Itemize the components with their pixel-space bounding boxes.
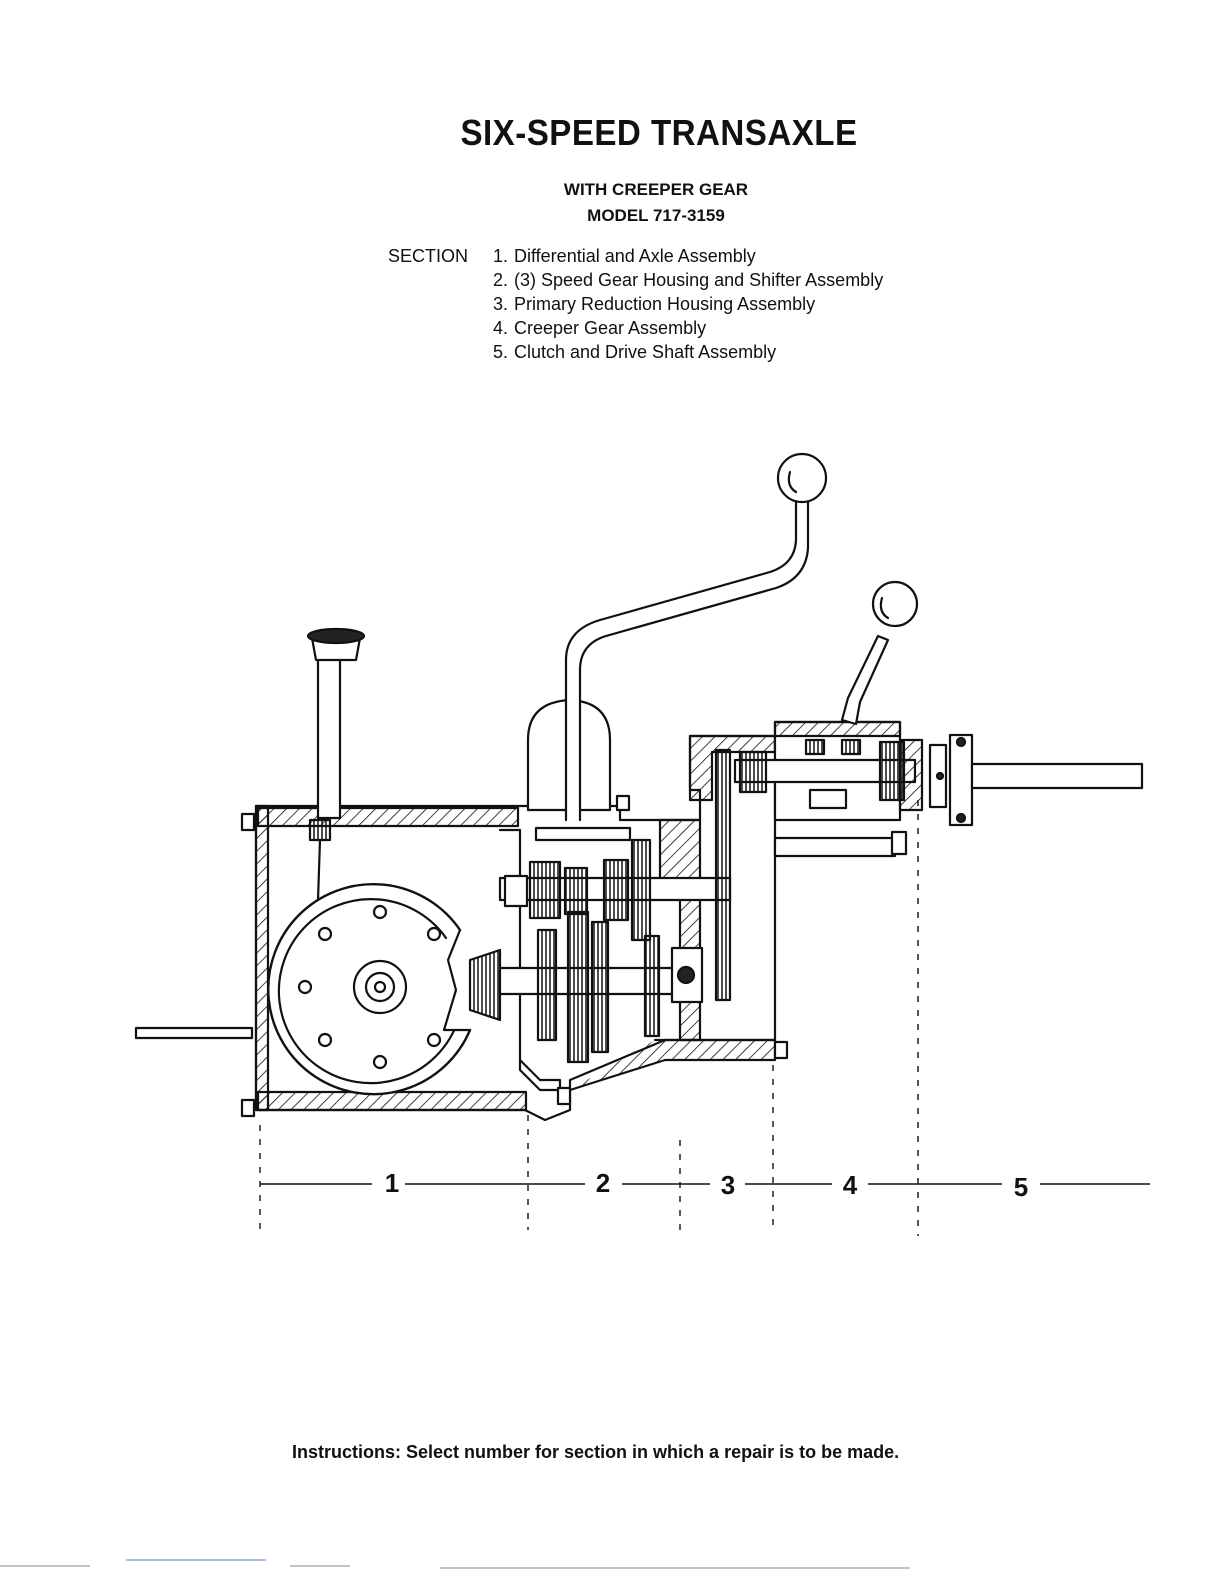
housing-bottom-wall xyxy=(256,1090,528,1112)
section-number: 3. xyxy=(492,294,508,314)
section-marker-2[interactable]: 2 xyxy=(596,1168,610,1198)
section-title: (3) Speed Gear Housing and Shifter Assem… xyxy=(514,270,884,290)
creeper-shift-knob[interactable] xyxy=(871,580,919,628)
bevel-pinion xyxy=(468,948,502,1022)
creeper-base-flange xyxy=(773,836,897,858)
section-list: SECTION 1. Differential and Axle Assembl… xyxy=(388,244,883,364)
section-number: 4. xyxy=(492,318,508,338)
drive-shaft xyxy=(970,762,1144,790)
section-marker-5[interactable]: 5 xyxy=(1014,1172,1028,1202)
section-item-2[interactable]: 2. (3) Speed Gear Housing and Shifter As… xyxy=(388,268,883,292)
section-item-3[interactable]: 3. Primary Reduction Housing Assembly xyxy=(388,292,883,316)
section-label: SECTION xyxy=(388,246,469,266)
speed-gears xyxy=(528,748,732,1064)
fill-tube xyxy=(316,656,342,820)
section-marker-3[interactable]: 3 xyxy=(721,1170,735,1200)
shifter-fork-rail xyxy=(534,826,632,842)
left-axle-shaft xyxy=(134,1026,254,1040)
main-shift-knob[interactable] xyxy=(776,452,828,504)
housing-left-wall xyxy=(254,804,270,1112)
drive-flange xyxy=(948,733,974,827)
section-number: 5. xyxy=(492,342,508,362)
instructions: Instructions: Select number for section … xyxy=(292,1442,900,1462)
section-item-5[interactable]: 5. Clutch and Drive Shaft Assembly xyxy=(388,340,883,364)
housing-top-wall xyxy=(256,806,520,828)
section-title: Creeper Gear Assembly xyxy=(514,318,707,338)
section-dividers xyxy=(259,800,919,1236)
housing-bolts xyxy=(240,794,789,1118)
section-title: Differential and Axle Assembly xyxy=(514,246,756,266)
subtitle-creeper-gear: WITH CREEPER GEAR xyxy=(563,180,749,199)
subtitle-model: MODEL 717-3159 xyxy=(587,206,725,225)
scan-edge-marks xyxy=(0,1559,910,1569)
page-title: SIX-SPEED TRANSAXLE xyxy=(460,112,858,153)
section-marker-4[interactable]: 4 xyxy=(843,1170,858,1200)
creeper-shift-lever xyxy=(840,634,890,726)
section-item-4[interactable]: 4. Creeper Gear Assembly xyxy=(388,316,883,340)
section-title: Primary Reduction Housing Assembly xyxy=(514,294,816,314)
section-number: 1. xyxy=(492,246,508,266)
section-title: Clutch and Drive Shaft Assembly xyxy=(514,342,777,362)
differential-ring-gear xyxy=(267,882,472,1096)
section-number: 2. xyxy=(492,270,508,290)
section-marker-1[interactable]: 1 xyxy=(385,1168,399,1198)
section-item-1[interactable]: SECTION 1. Differential and Axle Assembl… xyxy=(388,244,883,268)
